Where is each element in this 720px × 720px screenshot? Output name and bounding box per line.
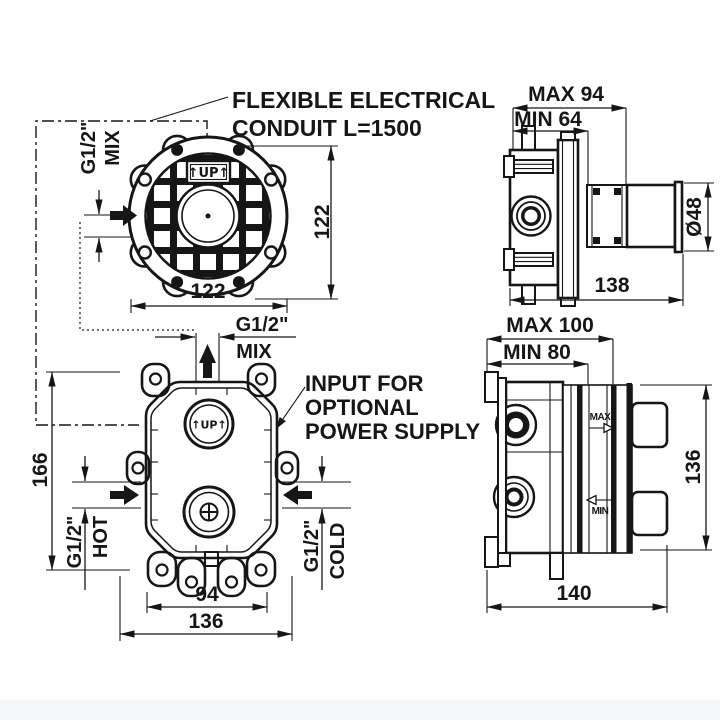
flange-plate [556,131,580,307]
flange-holes [137,143,279,289]
wall-tab-bottom [484,536,499,568]
up-badge: ↑UP↑ [185,159,232,185]
screw-icon [199,502,219,522]
dim-94: 94 [195,583,219,606]
side-port [510,195,552,237]
dim-138: 138 [594,274,629,297]
power-leader-arrow-icon [276,417,286,429]
plate-stack [562,383,633,554]
bottom-tab-large [549,552,564,580]
dim-136-side: 136 [682,449,705,484]
cold-label: COLD [327,523,349,580]
center-mark [205,213,211,219]
center-port-inner [181,189,235,243]
front-height-dimension: 166 [29,371,130,571]
front-screw-dial [182,485,236,539]
marker-min-label: MIN [592,506,609,517]
wall-tab-top [484,371,499,403]
dim-diameter-48: Ø48 [683,197,706,237]
front-width-dimensions: 94 136 [119,576,293,641]
front-body-ticks [151,388,271,552]
conduit-label-line1: FLEXIBLE ELECTRICAL [232,87,495,113]
top-view: ↑UP↑ 122 122 G1/2" MIX [78,122,338,313]
conduit-routing [35,96,229,426]
cold-thread-label: G1/2" [301,520,323,573]
marker-min-arrow-icon [585,494,597,506]
rear-blocks [630,401,669,537]
marker-max-arrow-icon [603,422,615,434]
up-badge-label: ↑UP↑ [188,166,230,181]
front-view: ↑UP↑ G1/2" MIX 166 [29,314,351,641]
side-view-lower: MAX MIN MAX 100 MIN 80 136 140 [484,314,712,613]
dim-min80: MIN 80 [503,341,571,364]
front-mix-label: MIX [236,341,272,363]
wall-plate [497,377,507,557]
annotation-conduit: FLEXIBLE ELECTRICAL CONDUIT L=1500 [232,87,495,141]
hot-inlet: G1/2" HOT [64,456,141,590]
top-view-dimensions: 122 122 G1/2" MIX [78,122,338,313]
front-mix-dimension: G1/2" MIX [155,314,296,382]
mix-flow-arrow-icon [110,205,137,226]
depth-markers: MAX MIN [585,412,615,517]
cold-inlet: G1/2" COLD [282,456,351,590]
dim-max94: MAX 94 [528,83,604,106]
bottom-strip [0,700,720,720]
dim-136-front: 136 [188,610,223,633]
front-mix-thread: G1/2" [236,314,289,336]
mix-up-arrow-icon [199,344,216,378]
power-label-line1: INPUT FOR [305,371,424,396]
dim-width-122: 122 [190,280,225,303]
front-ear-holes [131,372,294,589]
marker-max-label: MAX [590,412,612,423]
side-upper-dimensions: MAX 94 MIN 64 138 Ø48 [509,83,714,306]
power-label-line3: POWER SUPPLY [305,419,481,444]
grid-boundary [144,152,272,280]
dim-140: 140 [556,582,591,605]
top-mix-thread-label: G1/2" [78,122,100,175]
front-up-dial: ↑UP↑ [183,398,235,450]
dim-height-122: 122 [311,204,334,239]
side-lower-dimensions: MAX 100 MIN 80 136 140 [486,314,712,613]
tube-assembly [586,180,684,254]
bottom-tab-small [497,552,511,567]
conduit-label-line2: CONDUIT L=1500 [232,115,422,141]
annotation-power: INPUT FOR OPTIONAL POWER SUPPLY [275,371,481,444]
hot-thread-label: G1/2" [64,516,86,569]
mounting-screws [503,155,554,271]
hot-flow-arrow-icon [110,485,139,505]
front-body-outer [144,380,279,560]
hot-label: HOT [90,516,112,558]
power-label-line2: OPTIONAL [305,395,419,420]
side-view-upper: MAX 94 MIN 64 138 Ø48 [503,83,714,307]
lower-body-details [506,382,563,553]
dim-max100: MAX 100 [506,314,594,337]
top-mix-label: MIX [102,130,124,166]
cold-flow-arrow-icon [283,485,312,505]
dim-min64: MIN 64 [514,108,582,131]
dim-166: 166 [29,452,52,487]
front-body-inner [150,387,272,553]
conduit-leader-line [149,96,229,122]
front-up-label: ↑UP↑ [191,419,226,432]
